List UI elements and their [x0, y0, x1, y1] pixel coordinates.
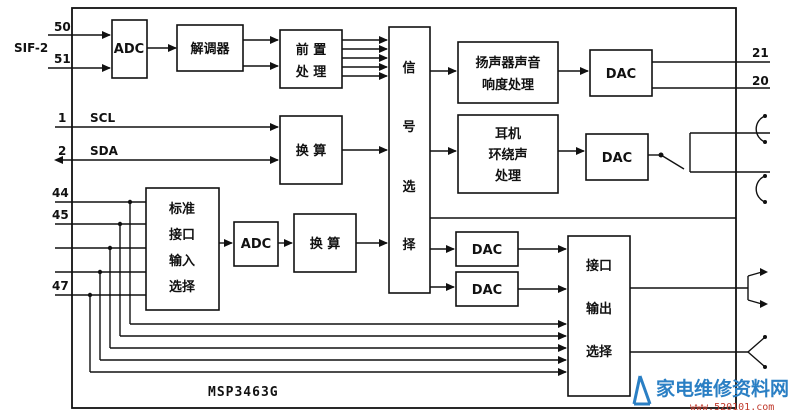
dac-b-label: DAC — [472, 283, 502, 298]
output-connector-icons — [747, 268, 768, 369]
pin-45-label: 45 — [52, 208, 69, 222]
headphone-label-3: 处理 — [494, 168, 521, 184]
headphone-jack-icons — [755, 114, 767, 204]
dac-block-b — [455, 271, 519, 307]
speaker-output-wires — [652, 61, 770, 89]
selector-label-1: 信 — [402, 60, 415, 76]
headphone-switch — [648, 132, 770, 173]
selector-label-3: 选 — [402, 179, 415, 195]
adc2-label: ADC — [241, 237, 271, 252]
sif-label: SIF-2 — [14, 41, 48, 55]
pin-50-label: 50 — [54, 20, 71, 34]
pin-51-label: 51 — [54, 52, 71, 66]
dac-to-output-wires — [518, 245, 567, 293]
pin-1-label: 1 — [58, 111, 66, 125]
std-label-1: 标准 — [168, 201, 195, 217]
std-label-4: 选择 — [169, 279, 196, 295]
headphone-label-2: 环绕声 — [488, 147, 527, 163]
std-label-2: 接口 — [169, 227, 195, 243]
dac-headphone-block — [585, 133, 649, 181]
conv2-label: 换 算 — [310, 236, 341, 252]
site-watermark: 家电维修资料网 www.520101.com — [632, 375, 789, 413]
output-label-3: 选择 — [586, 344, 613, 360]
pin-21-label: 21 — [752, 46, 769, 60]
sif-input-wires — [48, 31, 111, 72]
headphone-surround-block — [457, 114, 559, 194]
standard-interface-input-select-block — [145, 187, 220, 311]
speaker-label-1: 扬声器声音 — [475, 55, 540, 71]
headphone-label-1: 耳机 — [495, 126, 521, 142]
chip-outline — [71, 7, 737, 409]
selector-label-2: 号 — [402, 120, 415, 135]
pin-44-label: 44 — [52, 186, 69, 200]
demodulator-block — [176, 24, 244, 72]
adc1-label: ADC — [114, 42, 144, 57]
selector-label-4: 择 — [402, 237, 416, 253]
watermark-logo-icon — [632, 375, 652, 406]
output-select-wires — [630, 287, 748, 353]
adc-block-1 — [111, 19, 148, 79]
std-label-3: 输入 — [169, 253, 195, 269]
pin-47-label: 47 — [52, 279, 69, 293]
sda-label: SDA — [90, 144, 119, 158]
signal-selector-block — [388, 26, 431, 294]
dac-headphone-label: DAC — [602, 151, 632, 166]
dac-a-label: DAC — [472, 243, 502, 258]
conversion-block-1 — [279, 115, 343, 185]
conv1-label: 换 算 — [296, 143, 327, 159]
preprocess-block — [279, 29, 343, 89]
demod-label: 解调器 — [189, 41, 230, 57]
wires-demod-pre — [243, 36, 279, 70]
speaker-label-2: 响度处理 — [482, 77, 534, 93]
conversion-block-2 — [293, 213, 357, 273]
output-label-2: 输出 — [586, 301, 612, 317]
scl-label: SCL — [90, 111, 115, 125]
adc-block-2 — [233, 221, 279, 267]
chip-name-label: MSP3463G — [208, 385, 279, 400]
dac-speaker-block — [589, 49, 653, 97]
pin-20-label: 20 — [752, 74, 769, 88]
dac-speaker-label: DAC — [606, 67, 636, 82]
pin-2-label: 2 — [58, 144, 66, 158]
pre-label-1: 前 置 — [296, 42, 327, 58]
output-label-1: 接口 — [586, 258, 612, 274]
interface-output-select-block — [567, 235, 631, 397]
selector-output-wires — [430, 67, 736, 291]
pre-label-2: 处 理 — [295, 64, 327, 80]
watermark-url: www.520101.com — [690, 402, 774, 413]
speaker-loudness-block — [457, 41, 559, 104]
watermark-text: 家电维修资料网 — [656, 377, 789, 400]
wires-pre-selector — [342, 36, 388, 80]
bypass-bus-wires — [87, 199, 567, 376]
